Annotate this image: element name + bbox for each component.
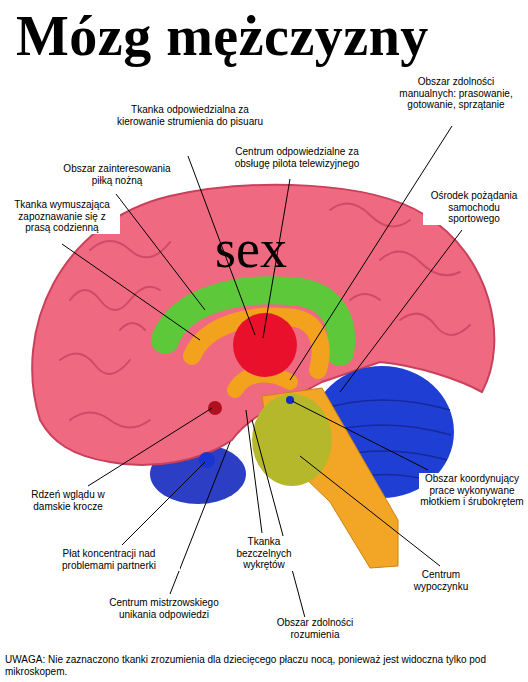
callout-label: Centrum wypoczynku [398,569,484,592]
note-caption: UWAGA: Nie zaznaczono tkanki zrozumienia… [5,654,523,678]
callout-label: Centrum odpowiedzialne za obsługę pilota… [222,146,372,169]
region-word: sex [190,222,312,276]
callout-label: Obszar zainteresowania piłką nożną [52,163,182,186]
small-spot [208,401,222,415]
callout-label: Tkanka odpowiedzialna za kierowanie stru… [115,104,265,127]
callout-label: Tkanka bezczelnych wykrętów [224,536,304,571]
callout-label: Tkanka wymuszająca zapoznawanie się z pr… [4,199,120,234]
callout-label: Rdzeń wglądu w damskie krocze [18,489,118,512]
callout-label: Płat koncentracji nad problemami partner… [38,548,180,571]
callout-label: Ośrodek pożądania samochodu sportowego [423,190,525,225]
coordination-dot [286,396,294,404]
callout-label: Obszar zdolności manualnych: prasowanie,… [388,76,524,111]
page-title: Mózg mężczyzny [16,8,429,64]
callout-label: Centrum mistrzowskiego unikania odpowied… [93,597,235,620]
callout-label: Obszar zdolności rozumienia [258,617,372,640]
red-centre [233,313,297,377]
callout-label: Obszar koordynujący prace wykonywane mło… [419,473,525,508]
